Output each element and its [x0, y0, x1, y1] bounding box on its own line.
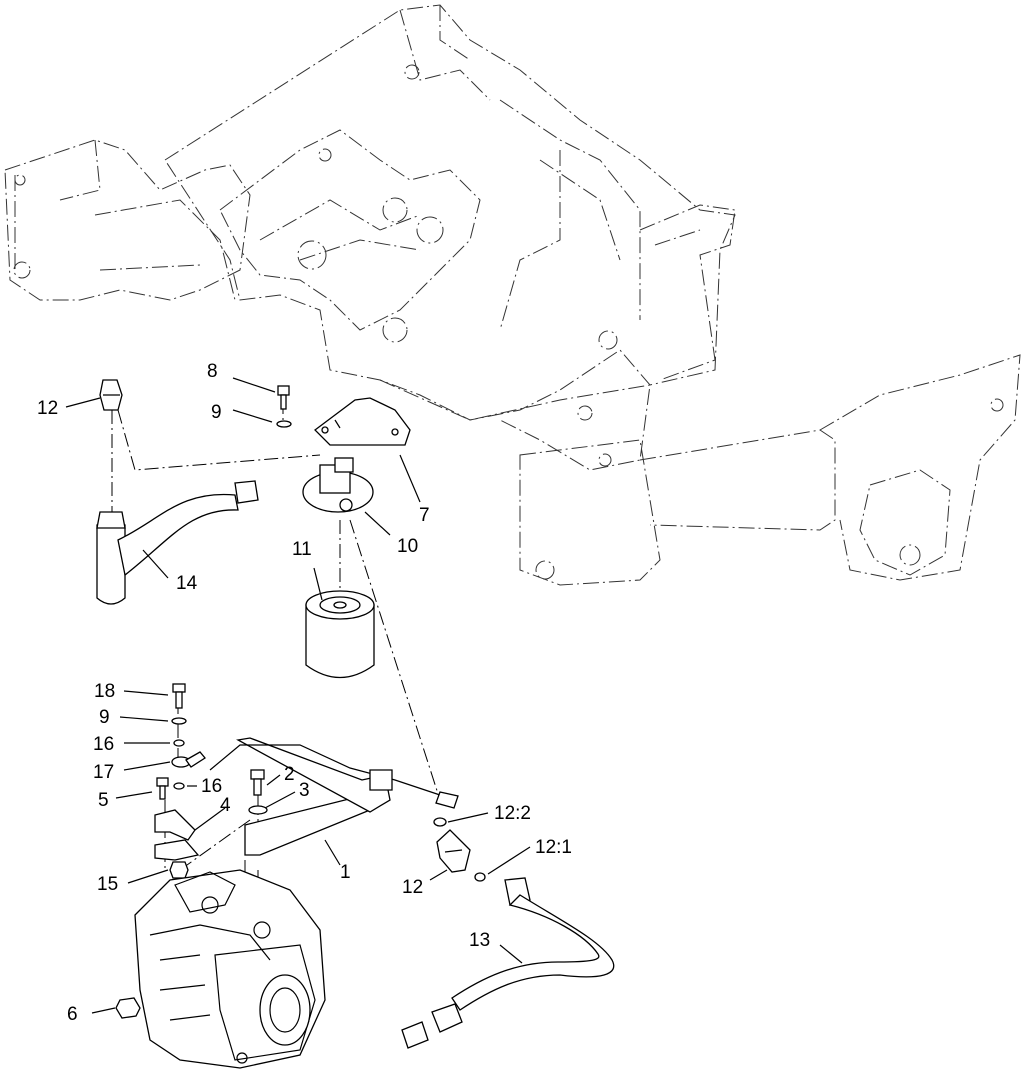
hydraulic-pump [134, 869, 326, 1069]
callout-4: 4 [220, 795, 231, 816]
lever-4 [154, 809, 200, 861]
callout-3: 3 [299, 780, 310, 801]
leader-lines [65, 377, 531, 1014]
filter-canister-11 [305, 590, 375, 678]
oring-12-2 [433, 817, 447, 827]
nut-6 [115, 997, 141, 1019]
callout-11: 11 [292, 539, 312, 560]
callout-2: 2 [284, 764, 295, 785]
callout-12-elbow: 12 [402, 877, 423, 898]
control-cable [209, 744, 459, 809]
washer-3 [248, 805, 268, 815]
bolt-8 [277, 385, 290, 410]
callout-10: 10 [397, 536, 418, 557]
assembly-lines [111, 400, 441, 960]
callout-17: 17 [93, 762, 114, 783]
washer-16-lower [173, 782, 185, 790]
bracket-1 [236, 737, 391, 856]
washer-9-top [276, 420, 292, 428]
bolt-18 [172, 683, 186, 709]
elbow-fitting-12 [436, 829, 471, 873]
callout-6: 6 [67, 1004, 78, 1025]
callout-5: 5 [98, 790, 109, 811]
washer-9-lower [171, 717, 187, 725]
bolt-5 [156, 777, 169, 800]
nut-15 [169, 861, 189, 879]
callout-12-1: 12:1 [535, 837, 572, 858]
callout-13: 13 [469, 930, 490, 951]
callout-9-top: 9 [211, 402, 222, 423]
callout-14: 14 [176, 573, 198, 594]
bracket-7 [314, 397, 411, 446]
callout-8: 8 [207, 361, 218, 382]
callout-9-lower: 9 [99, 707, 110, 728]
fitting-12-top [99, 379, 123, 411]
callout-16-lower: 16 [201, 776, 222, 797]
oring-12-1 [474, 872, 486, 882]
frame-assembly-phantom [4, 4, 1021, 586]
callout-15: 15 [97, 874, 118, 895]
filter-head-10 [302, 457, 374, 513]
washer-16-upper [173, 739, 185, 747]
bolt-2 [250, 769, 265, 796]
callout-labels: 12 8 9 7 10 11 14 18 9 16 17 5 16 2 3 4 … [37, 361, 572, 1025]
callout-18: 18 [94, 681, 115, 702]
callout-12-top: 12 [37, 398, 58, 419]
callout-12-2: 12:2 [494, 803, 531, 824]
callout-7: 7 [419, 505, 430, 526]
callout-16-upper: 16 [93, 734, 114, 755]
ball-joint-17 [171, 751, 206, 768]
hose-13 [401, 877, 615, 1049]
callout-1: 1 [340, 862, 351, 883]
